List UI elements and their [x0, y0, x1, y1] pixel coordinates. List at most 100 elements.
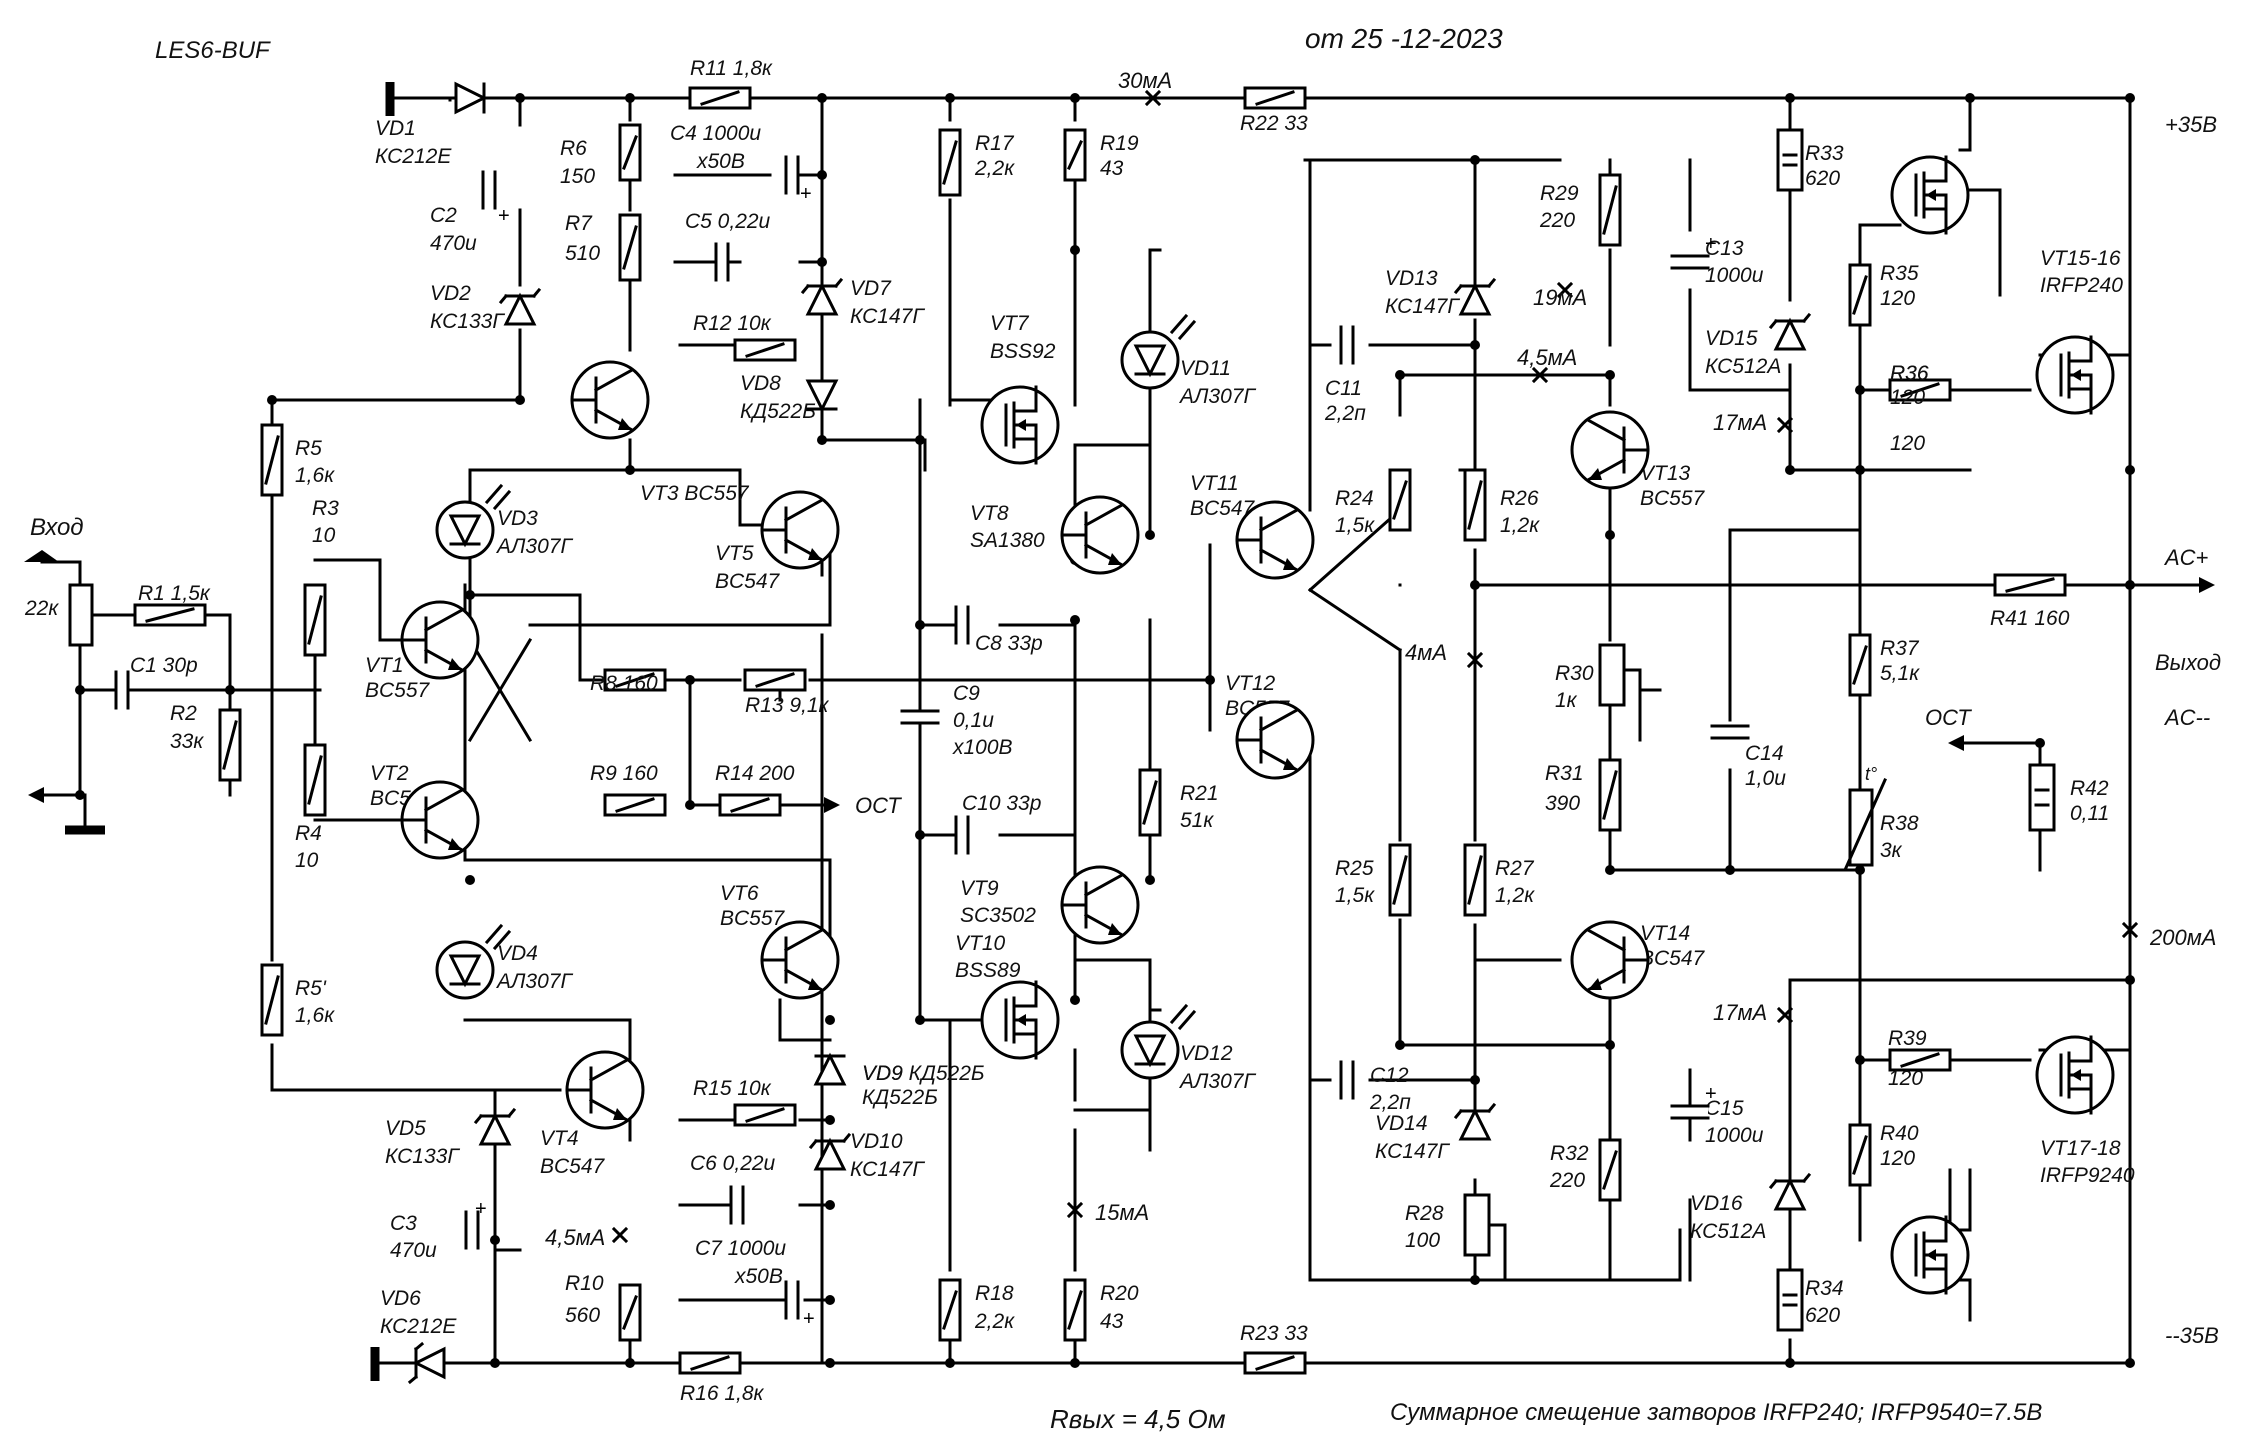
vt1-label-0: VT1 [365, 654, 404, 677]
junction-dot [1855, 1055, 1865, 1065]
junction-dot [490, 1358, 500, 1368]
vd2-label-0: VD2 [430, 282, 471, 305]
r35-label-1: 120 [1880, 287, 1915, 310]
c14-label-1: 1,0u [1745, 767, 1786, 790]
vd12-led-rays [1169, 1003, 1197, 1031]
vd12-label-1: АЛ307Г [1178, 1070, 1256, 1093]
rout-note: Rвых = 4,5 Ом [1050, 1404, 1226, 1434]
r31-label-0: R31 [1545, 762, 1584, 785]
r19-label-1: 43 [1100, 157, 1124, 180]
r14-label: R14 200 [715, 762, 795, 785]
vt8-label-0: VT8 [970, 502, 1009, 525]
r32-label-1: 220 [1549, 1169, 1585, 1192]
vd6-label-1: КС212Е [380, 1315, 457, 1338]
junction-dot [1395, 370, 1405, 380]
r11-label: R11 1,8к [690, 57, 773, 80]
vt1-emitter-arrow [448, 658, 462, 670]
vt1718-label-1: IRFP9240 [2040, 1164, 2135, 1187]
current-mark [1556, 281, 1574, 299]
vd11-led-rays [1169, 313, 1197, 341]
vd1-label-1: КС212Е [375, 145, 452, 168]
c3-label-1: 470u [390, 1239, 437, 1262]
junction-dot [915, 1015, 925, 1025]
wiring [38, 82, 2202, 1381]
r24-label-0: R24 [1335, 487, 1374, 510]
r18-resistor-slash [942, 1290, 958, 1330]
r34-label-1: 620 [1805, 1304, 1840, 1327]
r20-label-1: 43 [1100, 1310, 1124, 1333]
junction-dot [2125, 580, 2135, 590]
r37-resistor-slash [1852, 645, 1868, 685]
vt5-label-1: BC547 [715, 570, 781, 593]
r2-label-1: 33к [170, 730, 204, 753]
vd6-label-0: VD6 [380, 1287, 421, 1310]
r25-resistor-slash [1392, 855, 1408, 905]
junction-dot [2035, 738, 2045, 748]
junction-dot [1605, 370, 1615, 380]
vd9-label-1: КД522Б [862, 1086, 938, 1109]
vd9-diode-triangle [813, 1052, 847, 1086]
junction-dot [1725, 865, 1735, 875]
c7-label-1: x50В [734, 1265, 783, 1288]
c4-plus-sign: + [800, 183, 812, 205]
vt1718-label-0: VT17-18 [2040, 1137, 2121, 1160]
vd12-diode-triangle [1133, 1034, 1167, 1068]
current-mark [1776, 1006, 1794, 1024]
vt1516-label-0: VT15-16 [2040, 247, 2121, 270]
r16-resistor-slash [690, 1355, 730, 1371]
current-17ma-top: 17мА [1713, 410, 1767, 435]
r37-label-1: 5,1к [1880, 662, 1920, 685]
c15-plus-sign: + [1705, 1083, 1717, 1105]
current-15ma: 15мА [1095, 1200, 1149, 1225]
vd12-label-0: VD12 [1180, 1042, 1233, 1065]
c3-cap-gap [466, 1212, 478, 1248]
r10-resistor-slash [622, 1295, 638, 1330]
vd5-diode-triangle [478, 1112, 512, 1146]
vd9-label: VD9 КД522Б [862, 1062, 985, 1085]
r28-wiper [1487, 1223, 1507, 1282]
current-mark [2121, 921, 2139, 939]
current-4ma: 4мА [1405, 640, 1447, 665]
c3-label-0: C3 [390, 1212, 417, 1235]
vd10-label-0: VD10 [850, 1130, 903, 1153]
r10-label-1: 560 [565, 1304, 600, 1327]
junction-dot [1855, 465, 1865, 475]
c8-cap-gap [956, 607, 968, 643]
vd16-diode-triangle [1773, 1177, 1807, 1211]
vd14-label-0: VD14 [1375, 1112, 1428, 1135]
junction-dot [2125, 1358, 2135, 1368]
c12-label-1: 2,2п [1369, 1091, 1411, 1114]
r1-label: R1 1,5к [138, 582, 211, 605]
title: LES6-BUF [155, 37, 271, 64]
vd9-label-0: VD9 [862, 1062, 903, 1085]
r17-resistor-slash [942, 140, 958, 185]
junction-dot [825, 1358, 835, 1368]
ost-right-label: ОСТ [1925, 705, 1972, 730]
junction-dot [1070, 615, 1080, 625]
vd11-label-1: АЛ307Г [1178, 385, 1256, 408]
junction-dot [817, 257, 827, 267]
junction-dot [1605, 530, 1615, 540]
vt14-emitter-arrow [1588, 978, 1602, 990]
c9-label-0: C9 [953, 682, 980, 705]
vd2-diode-triangle [503, 292, 537, 326]
r4-label-1: 10 [295, 849, 319, 872]
current-mark [1066, 1201, 1084, 1219]
current-200ma: 200мА [2149, 925, 2216, 950]
r8-resistor-slash [615, 672, 655, 688]
c2-label-1: 470u [430, 232, 477, 255]
c4-label-1: x50В [696, 150, 745, 173]
vd6-diode-triangle [412, 1346, 446, 1380]
vd16-zener-tip [1768, 1172, 1812, 1190]
r35-resistor-slash [1852, 275, 1868, 315]
vt3-collector [593, 367, 635, 393]
r29-resistor-slash [1602, 185, 1618, 235]
c11-cap-gap [1341, 327, 1353, 363]
r3-label-0: R3 [312, 497, 339, 520]
r5-resistor-slash [264, 435, 280, 485]
c7-cap-gap [786, 1282, 798, 1318]
c2-plus-sign: + [498, 205, 510, 227]
r26-resistor-slash [1467, 480, 1483, 530]
vt12-label-0: VT12 [1225, 672, 1276, 695]
